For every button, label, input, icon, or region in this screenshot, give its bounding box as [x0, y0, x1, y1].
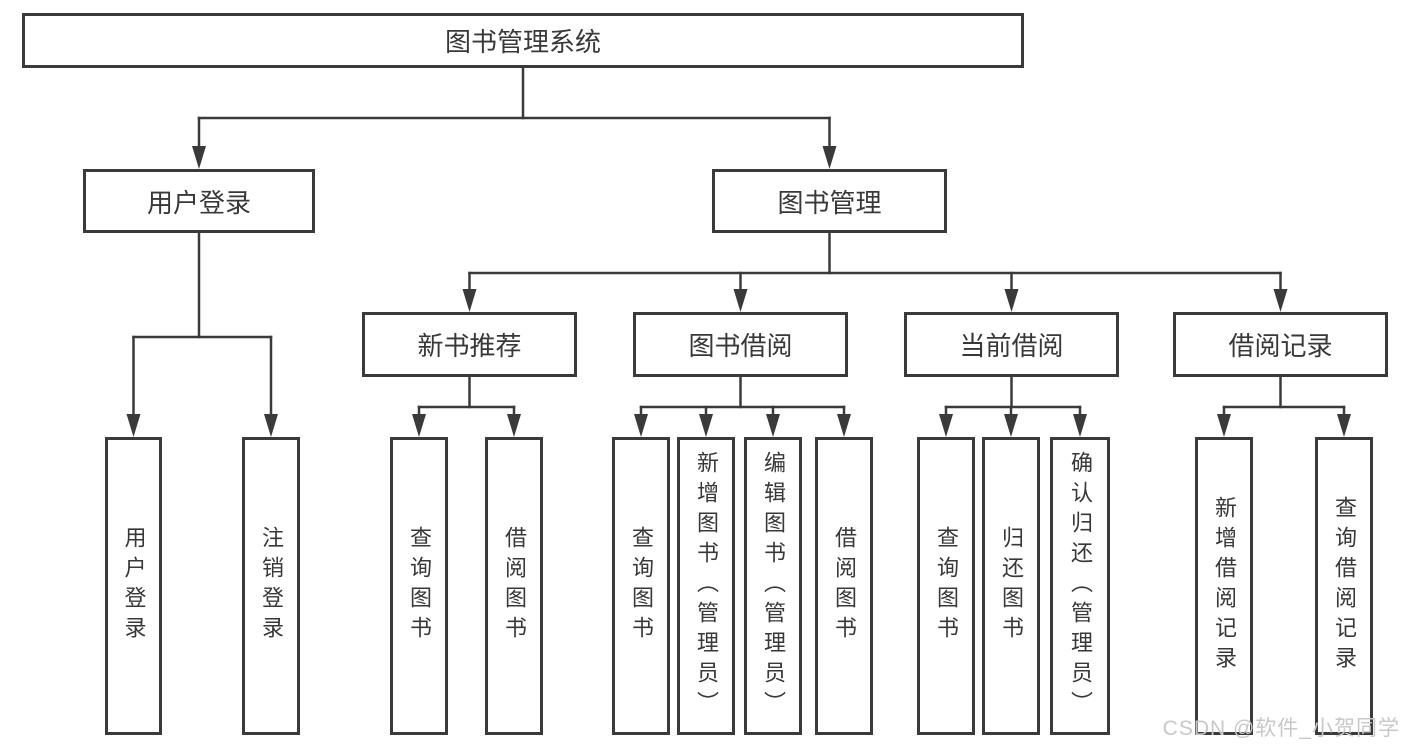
node-root: 图书管理系统: [22, 13, 1024, 68]
leaf-current-query-books-label: 查询图书: [934, 526, 959, 646]
node-user-login-label: 用户登录: [146, 187, 251, 218]
leaf-borrowing-edit-books-admin: 编辑图书（管理员）: [744, 437, 802, 735]
leaf-borrowing-add-books-admin-label: 新增图书（管理员）: [694, 451, 719, 721]
leaf-borrowing-borrow-books-label: 借阅图书: [832, 526, 857, 646]
leaf-records-add-record: 新增借阅记录: [1195, 437, 1253, 735]
leaf-user-login: 用户登录: [105, 437, 162, 735]
node-book-borrowing: 图书借阅: [633, 312, 848, 377]
leaf-records-query-record-label: 查询借阅记录: [1332, 496, 1357, 676]
node-current-borrowing: 当前借阅: [904, 312, 1119, 377]
node-borrow-records-label: 借阅记录: [1228, 331, 1333, 361]
leaf-logout: 注销登录: [242, 437, 300, 735]
node-current-borrowing-label: 当前借阅: [959, 331, 1064, 361]
leaf-borrowing-add-books-admin: 新增图书（管理员）: [677, 437, 735, 735]
leaf-recommend-query-books: 查询图书: [390, 437, 448, 735]
leaf-current-confirm-return-admin-label: 确认归还（管理员）: [1068, 451, 1093, 721]
node-book-borrowing-label: 图书借阅: [688, 331, 793, 361]
leaf-borrowing-borrow-books: 借阅图书: [815, 437, 873, 735]
node-root-label: 图书管理系统: [444, 27, 601, 57]
leaf-borrowing-query-books-label: 查询图书: [629, 526, 654, 646]
leaf-recommend-borrow-books-label: 借阅图书: [502, 526, 527, 646]
leaf-records-add-record-label: 新增借阅记录: [1212, 496, 1237, 676]
leaf-logout-label: 注销登录: [259, 526, 284, 646]
node-book-management: 图书管理: [712, 169, 947, 233]
csdn-watermark: CSDN @软件_小贺同学: [1162, 717, 1400, 740]
node-new-book-recommend-label: 新书推荐: [417, 331, 522, 361]
leaf-recommend-query-books-label: 查询图书: [407, 526, 432, 646]
leaf-current-confirm-return-admin: 确认归还（管理员）: [1050, 437, 1110, 735]
leaf-user-login-label: 用户登录: [121, 526, 147, 646]
leaf-records-query-record: 查询借阅记录: [1315, 437, 1373, 735]
node-borrow-records: 借阅记录: [1173, 312, 1388, 377]
node-book-management-label: 图书管理: [777, 187, 882, 218]
leaf-current-return-books-label: 归还图书: [999, 526, 1024, 646]
node-user-login: 用户登录: [83, 169, 315, 233]
leaf-borrowing-edit-books-admin-label: 编辑图书（管理员）: [761, 451, 786, 721]
leaf-borrowing-query-books: 查询图书: [612, 437, 670, 735]
leaf-current-return-books: 归还图书: [982, 437, 1040, 735]
leaf-current-query-books: 查询图书: [917, 437, 975, 735]
leaf-recommend-borrow-books: 借阅图书: [485, 437, 543, 735]
node-new-book-recommend: 新书推荐: [362, 312, 577, 377]
